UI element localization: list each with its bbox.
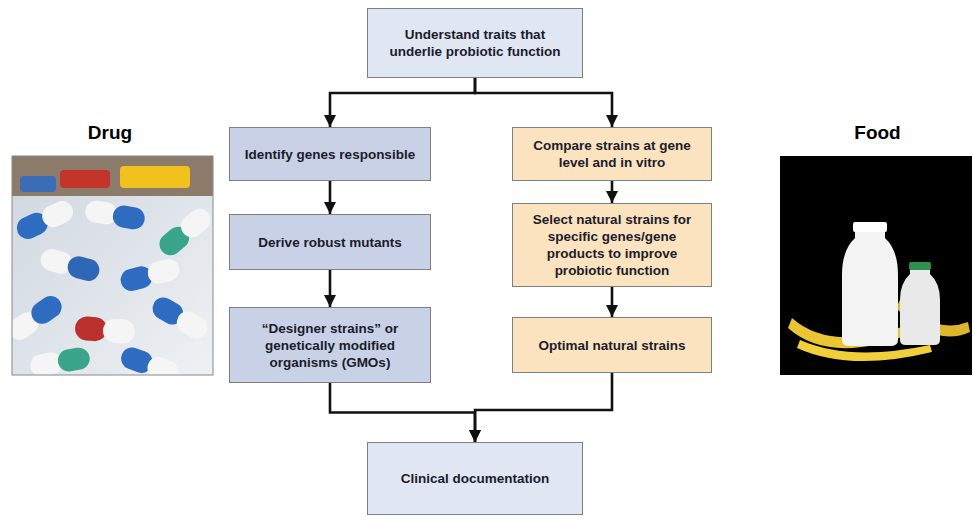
process-box: Compare strains at gene level and in vit… <box>512 127 712 181</box>
box-text: Optimal natural strains <box>538 337 685 354</box>
bottle-cap <box>909 262 931 270</box>
flow-arrow <box>329 270 332 307</box>
capsule-half <box>39 197 77 230</box>
pill-box <box>60 170 110 188</box>
capsule <box>84 199 147 231</box>
capsule <box>118 257 182 294</box>
flow-arrow <box>330 78 475 127</box>
capsule-half <box>176 204 213 241</box>
photo-ground <box>12 156 213 375</box>
shelf <box>12 156 213 196</box>
capsule <box>118 344 182 375</box>
box-text: Clinical documentation <box>401 470 550 487</box>
capsule-half <box>56 346 91 373</box>
capsule-half <box>74 315 108 342</box>
capsule-half <box>173 307 212 342</box>
flow-arrow <box>475 373 612 442</box>
capsule-half <box>102 318 136 345</box>
capsule <box>38 247 102 284</box>
box-text: Understand traits that underlie probioti… <box>378 26 572 60</box>
capsule-half <box>144 354 182 375</box>
drug-photo <box>12 156 213 375</box>
pill-box <box>120 166 190 188</box>
flow-arrow <box>475 78 612 127</box>
box-text: “Designer strains” or genetically modifi… <box>240 320 420 371</box>
capsule <box>13 197 77 242</box>
capsule-half <box>27 292 66 328</box>
capsule <box>12 292 66 344</box>
flow-arrow <box>329 181 332 214</box>
pill-box <box>20 176 56 192</box>
flow-arrow <box>330 383 475 442</box>
process-box: Select natural strains for specific gene… <box>512 203 712 287</box>
box-text: Identify genes responsible <box>245 146 415 163</box>
process-box: Understand traits that underlie probioti… <box>367 8 583 78</box>
capsule-half <box>65 254 102 284</box>
capsule-half <box>145 257 182 287</box>
capsule-half <box>111 204 146 231</box>
photo-ground <box>780 156 972 375</box>
process-box: Identify genes responsible <box>229 127 431 181</box>
capsule <box>155 204 213 259</box>
capsule <box>74 315 136 344</box>
box-text: Select natural strains for specific gene… <box>523 211 701 279</box>
bottle-cap <box>853 222 887 232</box>
box-text: Derive robust mutants <box>258 234 401 251</box>
process-box: Optimal natural strains <box>512 317 712 373</box>
capsule <box>149 293 212 342</box>
capsule-half <box>84 199 119 226</box>
photo-caption: Food <box>785 122 970 144</box>
bottle <box>900 268 940 345</box>
bottle <box>842 230 898 346</box>
photo-frame <box>12 156 213 375</box>
photo-caption: Drug <box>20 122 200 144</box>
box-text: Compare strains at gene level and in vit… <box>523 137 701 171</box>
process-box: Derive robust mutants <box>229 214 431 270</box>
process-box: “Designer strains” or genetically modifi… <box>229 307 431 383</box>
flow-arrow <box>611 287 614 317</box>
flow-arrow <box>611 181 614 203</box>
banana <box>797 340 932 361</box>
food-photo <box>780 156 972 375</box>
process-box: Clinical documentation <box>367 442 583 515</box>
capsule <box>29 346 92 375</box>
